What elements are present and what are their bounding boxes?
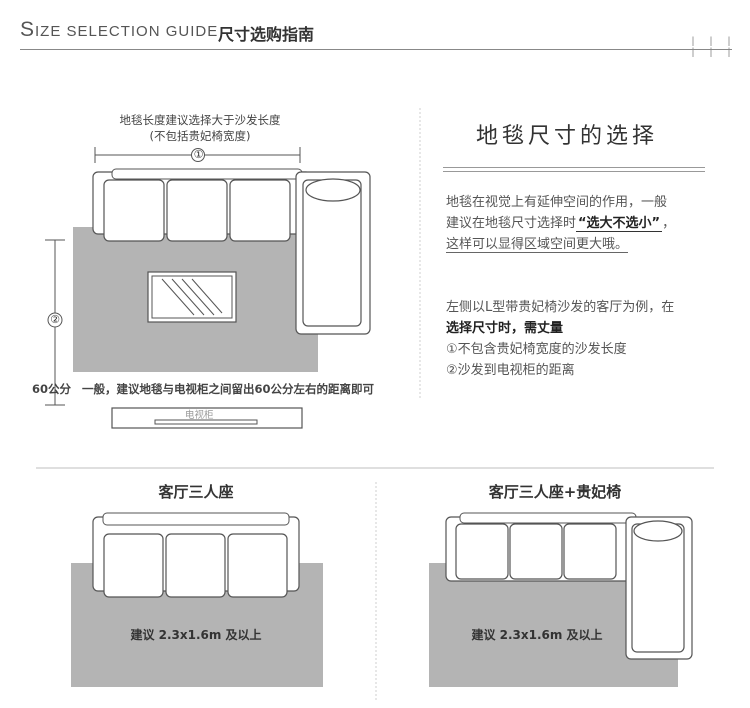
intro-paragraph: 地毯在视觉上有延伸空间的作用，一般 建议在地毯尺寸选择时“选大不选小”， 这样可…: [446, 195, 676, 253]
distance-label: 60公分: [32, 382, 72, 396]
chaise-pillow: [305, 178, 361, 202]
sofa-back: [111, 168, 303, 180]
measure-paragraph: 左侧以L型带贵妃椅沙发的客厅为例，在 选择尺寸时，需丈量 ①不包含贵妃椅宽度的沙…: [446, 300, 675, 378]
left-section-title: 客厅三人座: [158, 483, 234, 501]
left-recommendation: 建议 2.3x1.6m 及以上: [130, 628, 262, 642]
distance-note: 一般，建议地毯与电视柜之间留出60公分左右的距离即可: [82, 382, 375, 396]
note-top-line2: (不包括贵妃椅宽度): [149, 129, 251, 143]
sofa-cushion: [103, 179, 165, 242]
sofa-cushion: [229, 179, 291, 242]
right-recommendation: 建议 2.3x1.6m 及以上: [471, 628, 603, 642]
coffee-table-glass: [151, 275, 233, 319]
marker-2: ②: [50, 313, 60, 326]
header-title-cn: 尺寸选购指南: [218, 25, 315, 44]
right-section-title: 客厅三人座+贵妃椅: [488, 483, 622, 501]
marker-1: ①: [193, 148, 204, 161]
header-title-en: SIZE SELECTION GUIDE: [20, 18, 219, 41]
tv-label: 电视柜: [185, 410, 214, 421]
right-title: 地毯尺寸的选择: [476, 124, 659, 149]
sofa-cushion: [166, 179, 228, 242]
header-ticks: | | | | | |: [690, 37, 736, 59]
note-top-line1: 地毯长度建议选择大于沙发长度: [119, 113, 281, 127]
right-title-underline: [443, 167, 705, 168]
header-divider: [20, 49, 732, 50]
chaise-seat: [302, 179, 362, 327]
highlight-text: “选大不选小”: [576, 216, 663, 232]
